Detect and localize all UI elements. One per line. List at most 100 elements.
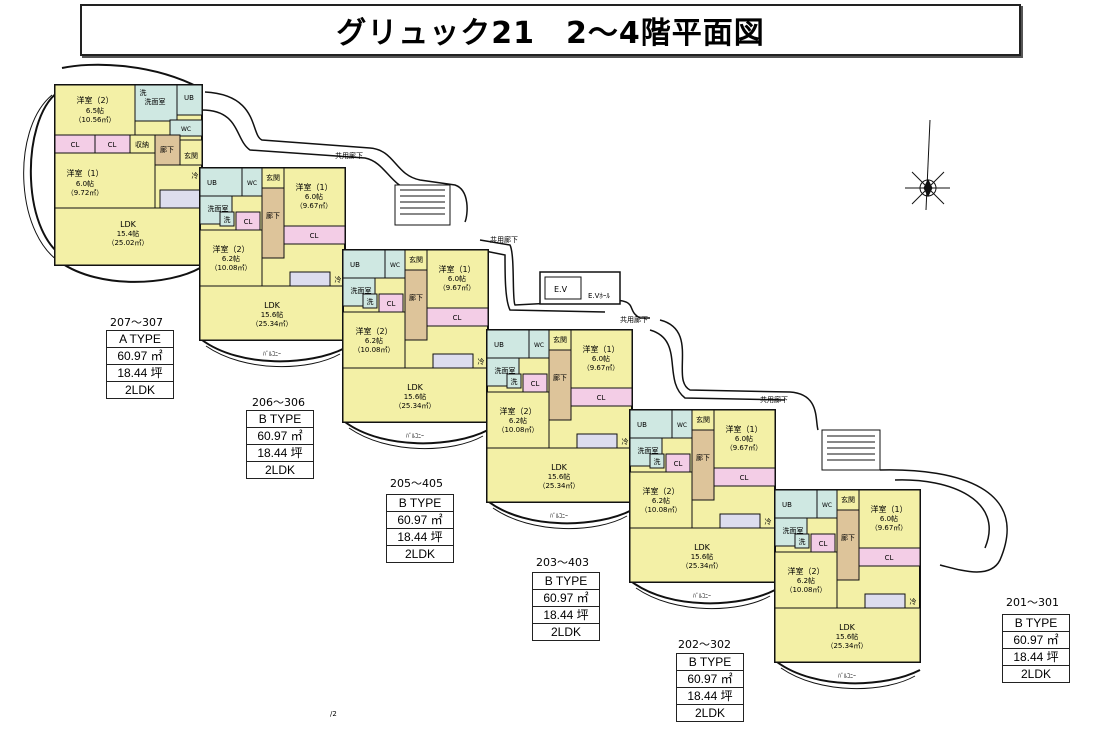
room-label: 6.0帖: [735, 434, 753, 443]
room-label: 洗面室: [638, 446, 659, 455]
room-label: 洗: [140, 88, 147, 97]
balcony-arc: [61, 63, 201, 89]
room-western1: [54, 152, 156, 209]
room-label: WC: [390, 262, 400, 269]
balcony-arc: [201, 339, 346, 363]
wash: [794, 533, 810, 549]
room-label: 洋室（1）: [295, 182, 332, 192]
room-label: LDK: [264, 301, 281, 310]
room-label: 廊下: [266, 211, 280, 220]
room-label: 洗: [511, 377, 518, 386]
room-label: 冷: [478, 357, 485, 366]
room-label: 玄関: [184, 151, 198, 160]
room-ldk: [342, 367, 489, 423]
room-label: CL: [674, 460, 683, 468]
balcony-arc: [348, 427, 484, 450]
room-label: 洗面室: [495, 366, 516, 375]
room-label: 15.4帖: [117, 229, 140, 238]
room-label: 洋室（2）: [787, 566, 824, 576]
balcony-arc: [631, 581, 776, 605]
unit-rooms-label: 205～405: [390, 477, 443, 490]
room-label: 廊下: [160, 145, 174, 154]
room-western2: [199, 229, 263, 287]
room-ldk: [629, 527, 776, 583]
unit-area-m2: 60.97 ㎡: [676, 670, 744, 688]
room-label: 洗面室: [145, 97, 166, 106]
room-label: LDK: [694, 543, 711, 552]
closet: [426, 307, 489, 327]
room-label: WC: [181, 126, 191, 133]
room-label: 洗面室: [783, 526, 804, 535]
kitchen: [576, 433, 618, 449]
room-label: CL: [108, 141, 117, 149]
stair-upper: [394, 184, 451, 226]
unit-area-tsubo: 18.44 坪: [386, 528, 454, 546]
room-western2: [629, 471, 693, 529]
room-label: （10.56㎡）: [74, 116, 115, 124]
room-label: 廊下: [553, 373, 567, 382]
unit-type: B TYPE: [532, 572, 600, 590]
room-label: CL: [71, 141, 80, 149]
room-label: UB: [494, 341, 504, 349]
room-label: 15.6帖: [261, 310, 284, 319]
room-western2: [486, 391, 550, 449]
balcony-label: ﾊﾞﾙｺﾆｰ: [838, 673, 856, 680]
room-ldk: [486, 447, 633, 503]
unit-spec-table: B TYPE 60.97 ㎡ 18.44 坪 2LDK: [386, 494, 454, 563]
unit-area-tsubo: 18.44 坪: [532, 606, 600, 624]
room-label: 洋室（1）: [582, 344, 619, 354]
hallway: [691, 429, 715, 501]
room-label: WC: [534, 342, 544, 349]
balcony-label: ﾊﾞﾙｺﾆｰ: [550, 513, 568, 520]
wash: [362, 293, 378, 309]
room-label: 玄関: [841, 495, 855, 504]
room-label: 洋室（2）: [355, 326, 392, 336]
corridor-label: 共用廊下: [620, 315, 648, 324]
room-label: CL: [597, 394, 606, 402]
room-label: （10.08㎡）: [640, 506, 681, 514]
page-title: グリュック21 2～4階平面図: [336, 16, 765, 51]
unit-rooms-label: 201～301: [1006, 596, 1059, 609]
balcony-arc: [29, 91, 71, 261]
room-label: 廊下: [841, 533, 855, 542]
room-label: 6.0帖: [305, 192, 323, 201]
room-ldk: [54, 207, 203, 266]
unit-spec-table: A TYPE 60.97 ㎡ 18.44 坪 2LDK: [106, 330, 174, 399]
closet: [858, 547, 921, 567]
balcony-arc: [635, 587, 771, 610]
room-label: 洗: [799, 537, 806, 546]
unit-type: A TYPE: [106, 330, 174, 348]
balcony-arc: [59, 261, 201, 283]
unit-spec-table: B TYPE 60.97 ㎡ 18.44 坪 2LDK: [1002, 614, 1070, 683]
room-label: 収納: [135, 140, 149, 149]
room-label: （25.34㎡）: [394, 402, 435, 410]
room-label: （9.67㎡）: [583, 364, 620, 372]
kitchen: [719, 513, 761, 529]
room-western1: [858, 489, 921, 549]
unit-area-m2: 60.97 ㎡: [386, 511, 454, 529]
corridor-label: 共用廊下: [335, 151, 363, 160]
room-western1: [283, 167, 346, 227]
room-label: LDK: [407, 383, 424, 392]
room-label: 玄関: [696, 415, 710, 424]
room-label: （10.08㎡）: [497, 426, 538, 434]
room-western2: [54, 84, 136, 136]
balcony-arc: [488, 501, 633, 525]
room-label: WC: [247, 180, 257, 187]
room-label: 廊下: [696, 453, 710, 462]
elevator-block: [539, 271, 621, 305]
room-label: 玄関: [553, 335, 567, 344]
room-western2: [342, 311, 406, 369]
balcony-arc: [205, 345, 341, 368]
room-label: 6.0帖: [76, 179, 94, 188]
corridor-label: 共用廊下: [760, 395, 788, 404]
unit-rooms-label: 203～403: [536, 556, 589, 569]
room-label: （25.34㎡）: [681, 562, 722, 570]
room-label: 冷: [765, 517, 772, 526]
kitchen: [159, 189, 201, 209]
room-label: 洋室（1）: [725, 424, 762, 434]
title-box: グリュック21 2～4階平面図: [80, 4, 1021, 56]
